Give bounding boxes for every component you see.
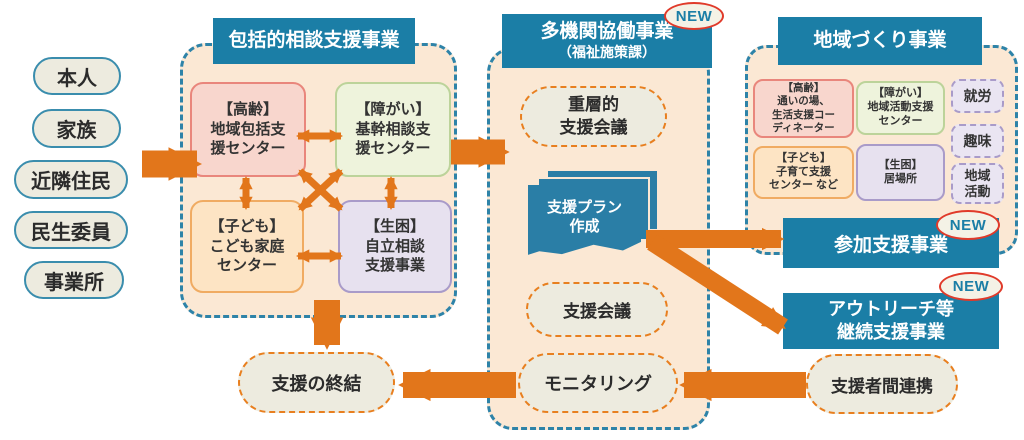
box-elderly-chiiki-hokatsu: 【高齢】 地域包括支 援センター xyxy=(190,82,306,177)
oval-label: 支援会議 xyxy=(563,302,631,321)
box-community-poverty: 【生困】 居場所 xyxy=(856,144,945,201)
box-label: 地域 活動 xyxy=(964,167,991,199)
oval-supporter-collaboration: 支援者間連携 xyxy=(806,354,958,414)
source-pill-honnin: 本人 xyxy=(33,57,121,95)
source-label: 近隣住民 xyxy=(31,171,111,193)
oval-label: モニタリング xyxy=(544,374,652,394)
outreach-support-box: アウトリーチ等 継続支援事業 xyxy=(783,293,999,349)
source-label: 家族 xyxy=(56,120,97,142)
panel-multi-agency-subtitle: （福祉施策課） xyxy=(558,44,656,61)
oval-label: 支援の終結 xyxy=(271,373,362,394)
oval-monitoring: モニタリング xyxy=(518,353,678,413)
source-pill-jigyosho: 事業所 xyxy=(24,261,124,299)
box-child-kodomo-katei: 【子ども】 こども家庭 センター xyxy=(190,200,304,293)
box-community-activity: 地域 活動 xyxy=(951,163,1004,204)
panel-comprehensive-title: 包括的相談支援事業 xyxy=(228,30,400,52)
source-pill-kazoku: 家族 xyxy=(32,109,121,148)
source-pill-minsei: 民生委員 xyxy=(14,211,128,249)
box-label: 【生困】 居場所 xyxy=(878,158,923,185)
participation-label: 参加支援事業 xyxy=(833,234,948,256)
box-community-child: 【子ども】 子育て支援 センター など xyxy=(753,146,854,199)
support-plan-card: 支援プラン 作成 xyxy=(528,185,641,255)
box-label: 就労 xyxy=(963,88,992,104)
oval-label: 支援者間連携 xyxy=(831,376,933,396)
box-label: 【生困】 自立相談 支援事業 xyxy=(364,218,425,275)
new-badge-outreach: NEW xyxy=(939,272,1003,301)
box-disability-kikan-sodan: 【障がい】 基幹相談支 援センター xyxy=(335,82,451,177)
oval-end-of-support: 支援の終結 xyxy=(238,352,395,413)
oval-support-meeting: 支援会議 xyxy=(526,282,668,337)
box-label: 【子ども】 こども家庭 センター xyxy=(209,218,285,275)
box-community-elderly: 【高齢】 通いの場、 生活支援コー ディネーター xyxy=(753,79,854,138)
box-community-disability: 【障がい】 地域活動支援 センター xyxy=(856,81,945,135)
box-label: 【高齢】 通いの場、 生活支援コー ディネーター xyxy=(772,82,835,134)
box-label: 【障がい】 地域活動支援 センター xyxy=(867,87,934,127)
panel-community-title: 地域づくり事業 xyxy=(813,30,947,52)
panel-comprehensive-header: 包括的相談支援事業 xyxy=(213,18,415,64)
box-poverty-jiritsu-sodan: 【生困】 自立相談 支援事業 xyxy=(338,200,452,293)
box-label: 【障がい】 基幹相談支 援センター xyxy=(355,101,431,158)
panel-multi-agency-header: 多機関協働事業 （福祉施策課） xyxy=(502,14,712,68)
source-pill-kinrin: 近隣住民 xyxy=(14,160,128,199)
source-label: 事業所 xyxy=(44,271,104,294)
new-badge-label: NEW xyxy=(952,278,990,295)
new-badge-multi-agency: NEW xyxy=(664,2,724,30)
box-label: 趣味 xyxy=(963,133,992,149)
box-label: 【子ども】 子育て支援 センター など xyxy=(768,151,839,192)
new-badge-label: NEW xyxy=(675,7,713,25)
oval-label: 重層的 支援会議 xyxy=(559,95,628,137)
panel-community-header: 地域づくり事業 xyxy=(778,17,982,65)
box-community-work: 就労 xyxy=(951,79,1004,113)
source-label: 民生委員 xyxy=(31,221,111,244)
source-label: 本人 xyxy=(57,67,97,90)
new-badge-label: NEW xyxy=(949,216,987,234)
box-label: 【高齢】 地域包括支 援センター xyxy=(210,101,286,158)
box-community-hobby: 趣味 xyxy=(951,124,1004,158)
outreach-label: アウトリーチ等 継続支援事業 xyxy=(828,298,954,342)
support-plan-label: 支援プラン 作成 xyxy=(546,198,622,236)
new-badge-participation: NEW xyxy=(936,210,1000,240)
panel-multi-agency-title: 多機関協働事業 xyxy=(540,21,674,43)
oval-layered-support-meeting: 重層的 支援会議 xyxy=(520,86,667,147)
